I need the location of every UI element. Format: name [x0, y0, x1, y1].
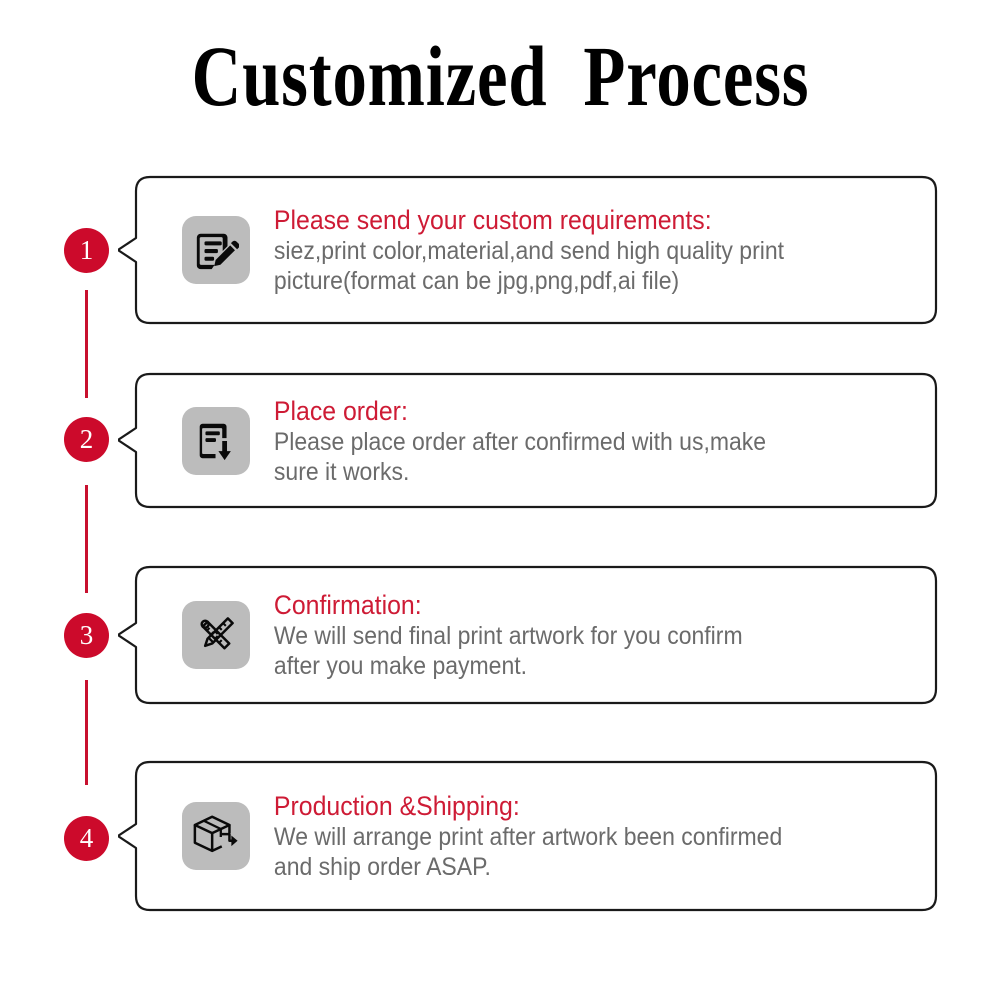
package-shipping-icon — [182, 802, 250, 870]
step-body-4: We will arrange print after artwork been… — [273, 823, 783, 881]
step-card-2[interactable]: Place order: Please place order after co… — [118, 372, 938, 509]
step-body-3: We will send final print artwork for you… — [273, 622, 743, 680]
step-heading-2: Place order: — [273, 395, 408, 426]
step-text-2: Place order: Please place order after co… — [250, 395, 883, 487]
step-heading-1: Please send your custom requirements: — [273, 205, 712, 235]
connector-line-3-4 — [85, 680, 88, 785]
connector-line-1-2 — [85, 290, 88, 398]
step-text-1: Please send your custom requirements: si… — [250, 204, 883, 296]
step-number-badge-3: 3 — [64, 613, 109, 658]
process-step-1: 1 Please send your custom re — [0, 175, 1001, 325]
step-heading-4: Production &Shipping: — [273, 791, 520, 821]
document-pencil-icon — [182, 216, 250, 284]
card-bubble-shape-2 — [118, 372, 938, 509]
step-heading-3: Confirmation: — [273, 590, 422, 620]
step-text-3: Confirmation: We will send final print a… — [250, 589, 883, 681]
step-body-1: siez,print color,material,and send high … — [273, 237, 785, 295]
step-number-badge-4: 4 — [64, 816, 109, 861]
document-download-icon — [182, 406, 250, 475]
step-number-badge-1: 1 — [64, 228, 109, 273]
step-number-badge-2: 2 — [64, 417, 109, 462]
step-card-1[interactable]: Please send your custom requirements: si… — [118, 175, 938, 325]
card-bubble-shape-4 — [118, 760, 938, 912]
step-card-4[interactable]: Production &Shipping: We will arrange pr… — [118, 760, 938, 912]
process-step-4: 4 Production &S — [0, 760, 1001, 912]
page-title: Customized Process — [191, 28, 810, 124]
step-card-3[interactable]: Confirmation: We will send final print a… — [118, 565, 938, 705]
connector-line-2-3 — [85, 485, 88, 593]
process-step-2: 2 Place order: Please place ord — [0, 372, 1001, 509]
step-body-2: Please place order after confirmed with … — [273, 427, 767, 486]
card-bubble-shape-3 — [118, 565, 938, 705]
process-step-3: 3 — [0, 565, 1001, 705]
card-bubble-shape-1 — [118, 175, 938, 325]
process-steps-list: 1 Please send your custom re — [0, 160, 1001, 940]
step-text-4: Production &Shipping: We will arrange pr… — [250, 790, 883, 882]
ruler-pencil-icon — [182, 601, 250, 669]
